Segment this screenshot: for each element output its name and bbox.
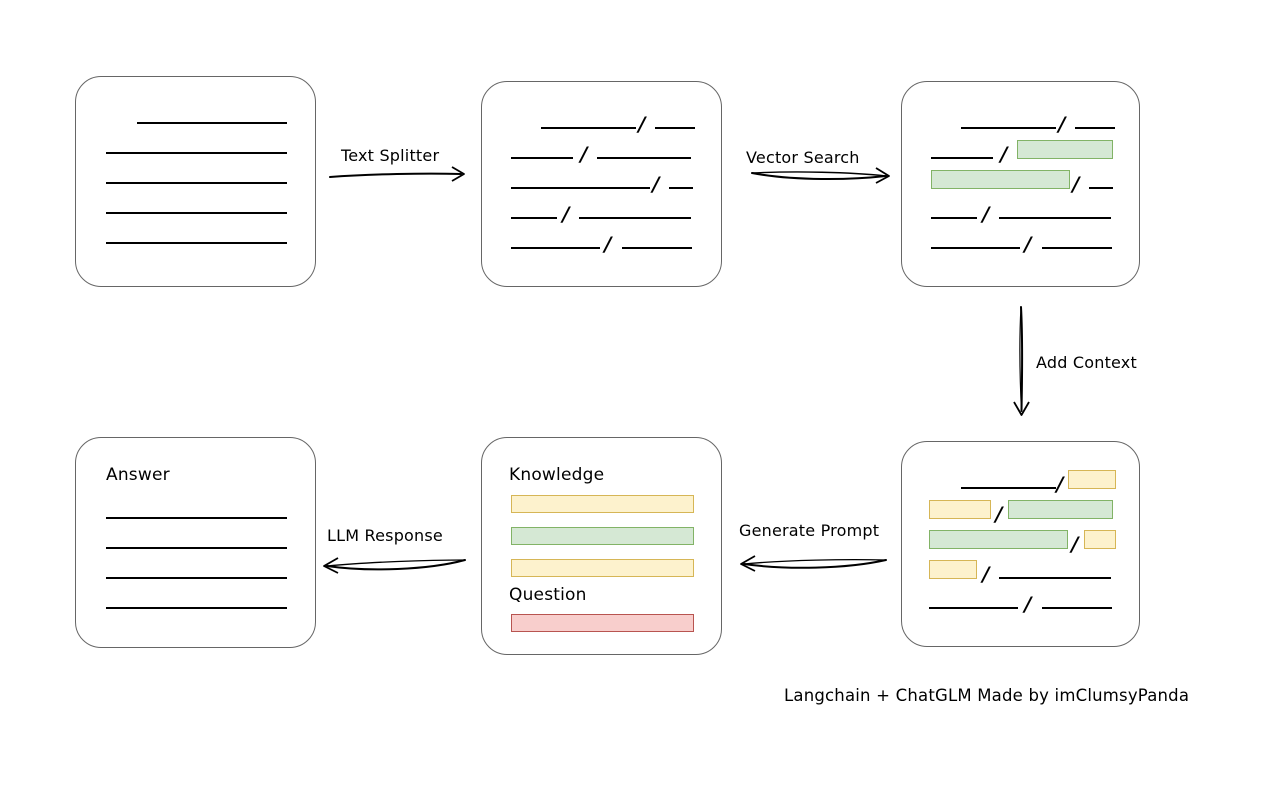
split-segment — [511, 157, 573, 159]
match-separator: / — [1058, 112, 1066, 136]
split-segment — [511, 247, 600, 249]
question-bar-red — [511, 614, 694, 632]
arrow-text-splitter — [329, 166, 465, 182]
match-bar-green — [931, 170, 1070, 189]
context-segment — [961, 487, 1056, 489]
context-bar-yellow — [929, 560, 977, 579]
footer-credit: Langchain + ChatGLM Made by imClumsyPand… — [784, 686, 1190, 705]
context-separator: / — [995, 502, 1003, 526]
source-line-3 — [106, 182, 287, 184]
context-separator: / — [1071, 532, 1079, 556]
source-line-2 — [106, 152, 287, 154]
edge-label-add-context: Add Context — [1036, 353, 1137, 372]
split-separator: / — [562, 202, 570, 226]
match-segment — [1075, 127, 1115, 129]
split-segment — [655, 127, 695, 129]
answer-line — [106, 607, 287, 609]
node-answer-document[interactable] — [75, 437, 316, 648]
match-separator: / — [1000, 142, 1008, 166]
split-segment — [541, 127, 636, 129]
split-segment — [511, 187, 650, 189]
match-segment — [1089, 187, 1113, 189]
context-bar-yellow — [929, 500, 991, 519]
match-segment — [931, 157, 993, 159]
edge-label-llm-response: LLM Response — [327, 526, 443, 545]
match-segment — [961, 127, 1056, 129]
context-bar-yellow — [1068, 470, 1116, 489]
knowledge-label: Knowledge — [509, 465, 605, 485]
answer-label: Answer — [106, 465, 170, 485]
split-separator: / — [652, 172, 660, 196]
answer-line — [106, 517, 287, 519]
arrow-llm-response — [323, 557, 466, 574]
knowledge-bar-yellow — [511, 495, 694, 513]
edge-label-text-splitter: Text Splitter — [341, 146, 440, 165]
match-bar-green — [1017, 140, 1113, 159]
split-segment — [622, 247, 692, 249]
split-separator: / — [604, 232, 612, 256]
split-segment — [511, 217, 557, 219]
answer-line — [106, 547, 287, 549]
knowledge-bar-yellow — [511, 559, 694, 577]
context-bar-green — [929, 530, 1068, 549]
arrow-generate-prompt — [740, 555, 887, 572]
answer-line — [106, 577, 287, 579]
knowledge-bar-green — [511, 527, 694, 545]
split-separator: / — [580, 142, 588, 166]
context-bar-yellow — [1084, 530, 1116, 549]
match-segment — [1042, 247, 1112, 249]
match-separator: / — [982, 202, 990, 226]
context-bar-green — [1008, 500, 1113, 519]
match-separator: / — [1072, 172, 1080, 196]
context-segment — [1042, 607, 1112, 609]
context-separator: / — [1024, 592, 1032, 616]
node-source-document[interactable] — [75, 76, 316, 287]
question-label: Question — [509, 585, 587, 605]
split-segment — [669, 187, 693, 189]
context-separator: / — [1056, 472, 1064, 496]
match-segment — [999, 217, 1111, 219]
context-segment — [929, 607, 1018, 609]
match-separator: / — [1024, 232, 1032, 256]
context-segment — [999, 577, 1111, 579]
source-line-5 — [106, 242, 287, 244]
match-segment — [931, 217, 977, 219]
arrow-vector-search — [751, 167, 890, 184]
arrow-add-context — [1013, 306, 1030, 416]
node-split-chunks[interactable] — [481, 81, 722, 287]
edge-label-vector-search: Vector Search — [746, 148, 860, 167]
split-segment — [597, 157, 691, 159]
source-line-1 — [137, 122, 287, 124]
split-separator: / — [638, 112, 646, 136]
match-segment — [931, 247, 1020, 249]
split-segment — [579, 217, 691, 219]
edge-label-generate-prompt: Generate Prompt — [739, 521, 880, 540]
context-separator: / — [982, 562, 990, 586]
source-line-4 — [106, 212, 287, 214]
